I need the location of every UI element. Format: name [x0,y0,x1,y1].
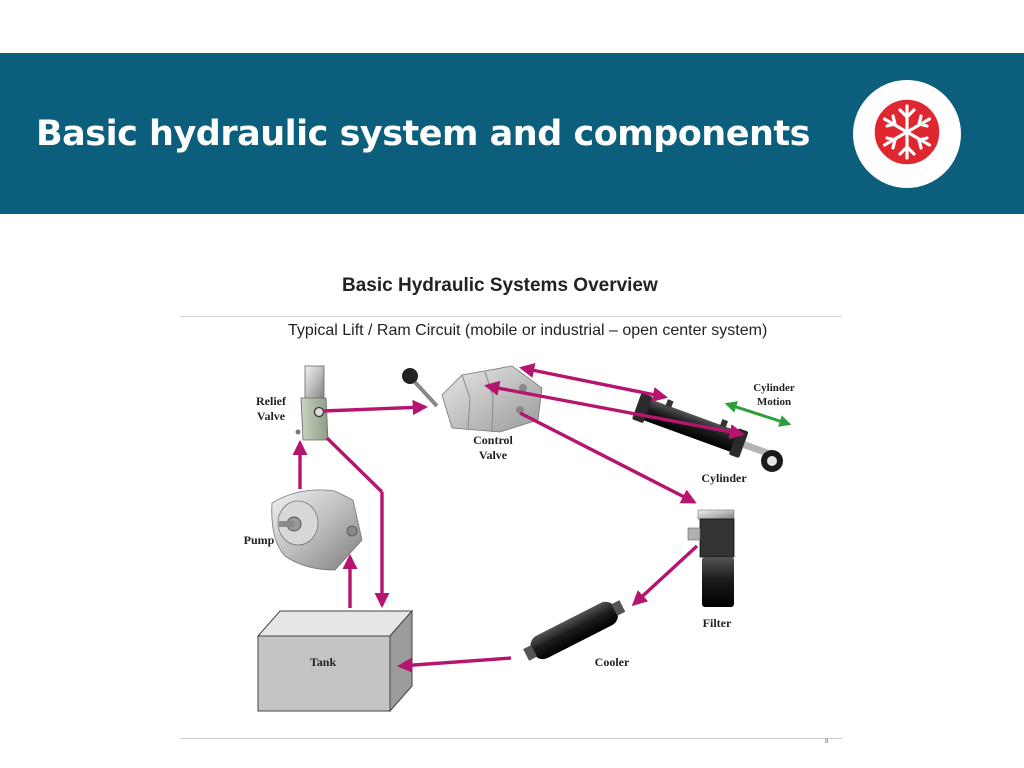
nfpa-logo: NATIONAL FLUID POWER ASSOCIATION NFPA [853,80,961,188]
flow-arrows [292,362,746,673]
label-filter: Filter [702,616,732,630]
hydraulic-circuit-diagram [256,362,792,713]
label-control-valve: Control Valve [473,433,513,462]
arrow-control-to-filter [519,411,697,504]
figure-subtitle: Typical Lift / Ram Circuit (mobile or in… [288,322,768,339]
label-cylinder: Cylinder [701,471,747,485]
page-number: 8 [825,739,829,745]
cooler [523,600,626,661]
cylinder-motion-arrow [724,401,792,427]
slide-title: Basic hydraulic system and components [36,114,810,154]
label-cooler: Cooler [594,655,630,669]
control-valve [402,365,543,433]
filter [687,509,735,607]
figure-bottom-rule [180,738,842,739]
label-tank: Tank [309,655,337,669]
pump [271,489,363,571]
relief-valve [295,365,329,441]
label-pump: Pump [243,533,275,547]
arrow-control-cylinder-lower [483,380,746,440]
arrow-filter-to-cooler [631,544,699,607]
arrow-relief-to-control [322,399,429,416]
arrow-cooler-to-tank [396,656,512,673]
arrow-control-cylinder-upper [519,362,668,403]
label-relief-valve: Relief Valve [256,394,286,423]
figure-title: Basic Hydraulic Systems Overview [342,275,658,296]
arrow-relief-to-tank-a [325,436,384,494]
logo-abbr: NFPA [889,172,924,183]
label-cylinder-motion: Cylinder Motion [753,382,795,408]
figure-top-rule [180,316,842,317]
